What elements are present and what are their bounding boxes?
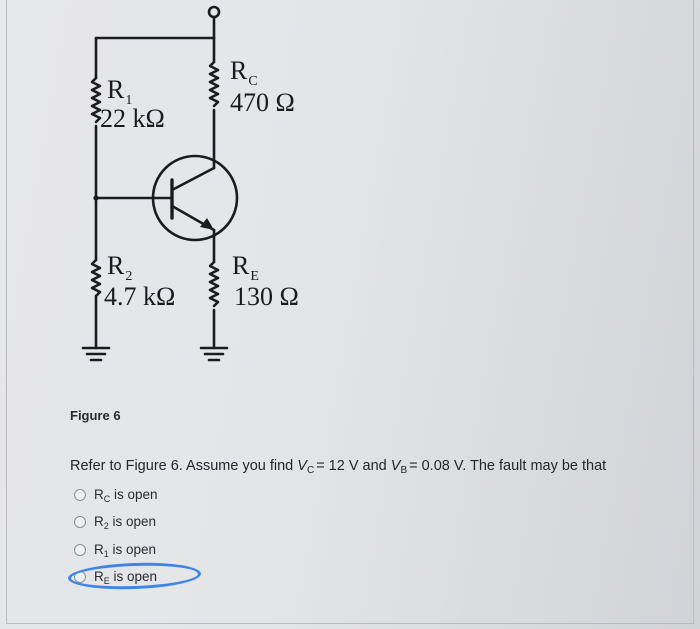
radio-button[interactable] <box>74 544 86 556</box>
re-resistor <box>208 260 220 308</box>
figure-label: Figure 6 <box>70 408 121 423</box>
option-r1-open[interactable]: R1 is open <box>74 540 156 560</box>
r1-symbol: R1 <box>107 75 133 108</box>
rc-resistor <box>208 60 220 108</box>
r2-symbol: R2 <box>107 251 133 284</box>
transistor-body <box>151 154 239 242</box>
question-text: Refer to Figure 6. Assume you find VC= 1… <box>70 458 607 476</box>
option-label: RC is open <box>94 486 158 504</box>
option-r2-open[interactable]: R2 is open <box>74 512 156 532</box>
rc-symbol: RC <box>230 56 258 89</box>
transistor-collector-lead <box>170 166 216 192</box>
option-label: RE is open <box>94 568 158 586</box>
r1-value: 22 kΩ <box>100 104 165 133</box>
option-label: R1 is open <box>94 541 157 559</box>
option-re-open[interactable]: RE is open <box>74 567 157 587</box>
radio-button[interactable] <box>74 571 86 583</box>
option-label: R2 is open <box>94 513 157 531</box>
emitter-arrow-icon <box>200 218 214 230</box>
rc-value: 470 Ω <box>230 88 295 117</box>
r2-value: 4.7 kΩ <box>104 282 176 311</box>
r2-resistor <box>90 258 102 298</box>
r1-resistor <box>90 76 102 124</box>
re-symbol: RE <box>232 251 259 284</box>
radio-button[interactable] <box>74 516 86 528</box>
circuit-diagram <box>81 5 239 362</box>
page-frame <box>6 0 694 624</box>
supply-terminal <box>207 5 221 19</box>
re-value: 130 Ω <box>234 282 299 311</box>
radio-button[interactable] <box>74 489 86 501</box>
junction-dot <box>93 195 99 201</box>
option-rc-open[interactable]: RC is open <box>74 485 158 505</box>
